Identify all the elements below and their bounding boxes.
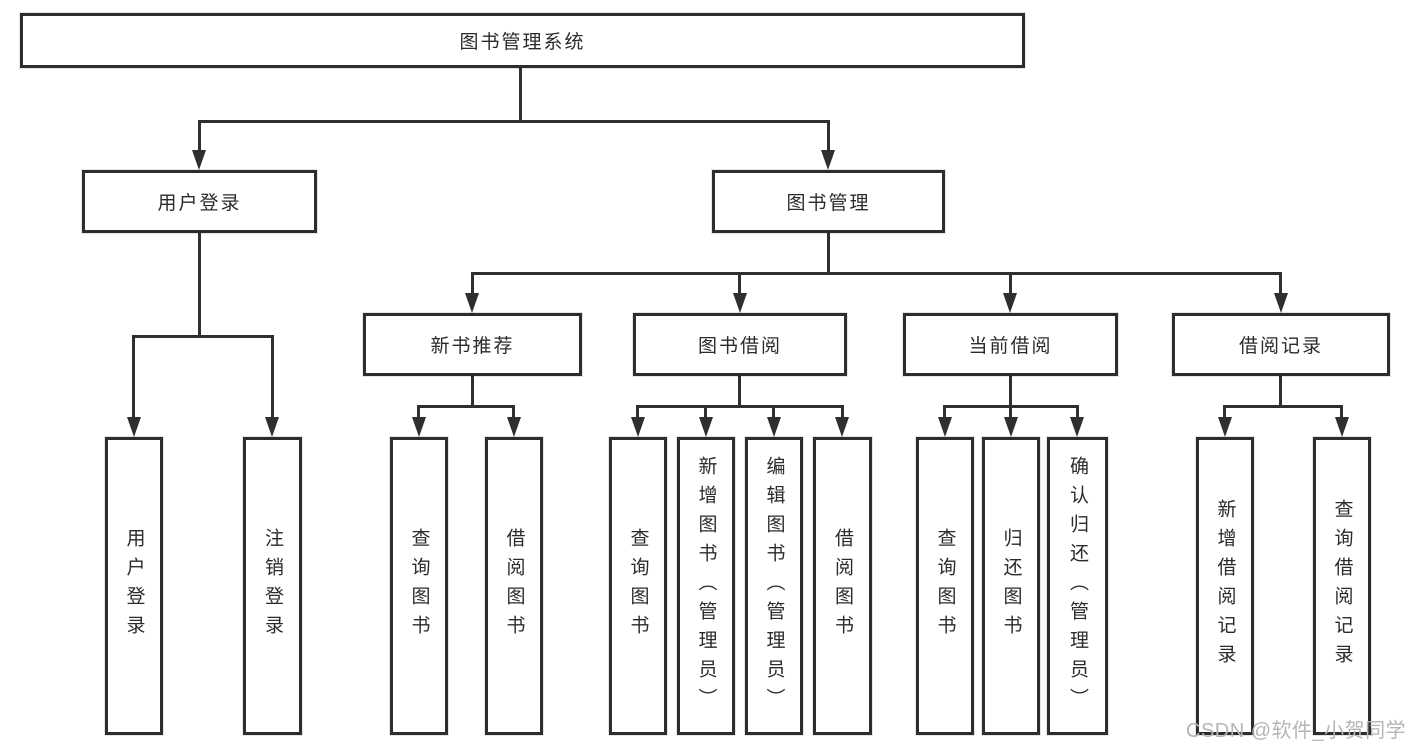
node-label: 图书管理系统 xyxy=(459,32,586,53)
connector-shaft xyxy=(841,405,844,417)
connector-shaft xyxy=(738,272,741,293)
connector-shaft xyxy=(636,405,639,417)
node-bb-borrow-books: 借阅图书 xyxy=(813,437,872,735)
node-label: 用户登录 xyxy=(157,193,242,214)
arrowhead-down xyxy=(265,417,279,437)
connector-user-login-stem xyxy=(198,233,201,335)
node-cb-query-books: 查询图书 xyxy=(916,437,974,735)
connector-new-book-rail xyxy=(417,405,515,408)
node-label: 归还图书 xyxy=(1000,528,1022,644)
connector-shaft xyxy=(132,335,135,417)
node-br-add-record: 新增借阅记录 xyxy=(1196,437,1254,735)
node-label: 新书推荐 xyxy=(430,336,515,357)
connector-borrow-record-stem xyxy=(1279,376,1282,405)
node-new-book-recommend: 新书推荐 xyxy=(363,313,582,376)
connector-borrow-record-rail xyxy=(1223,405,1342,408)
node-label: 借阅图书 xyxy=(503,528,525,644)
node-label: 图书管理 xyxy=(786,193,871,214)
connector-shaft-book-mgmt xyxy=(827,120,830,150)
node-bb-query-books: 查询图书 xyxy=(609,437,667,735)
arrowhead-down xyxy=(1274,293,1288,313)
node-logout: 注销登录 xyxy=(243,437,302,735)
connector-shaft xyxy=(704,405,707,417)
node-label: 借阅图书 xyxy=(832,528,853,644)
connector-shaft xyxy=(1223,405,1226,417)
node-label: 新增图书（管理员） xyxy=(695,455,717,717)
node-label: 确认归还（管理员） xyxy=(1067,455,1088,717)
arrowhead-down xyxy=(1335,417,1349,437)
node-user-login: 用户登录 xyxy=(82,170,317,233)
connector-book-mgmt-stem xyxy=(827,233,830,272)
connector-new-book-stem xyxy=(471,376,474,405)
connector-shaft xyxy=(417,405,420,417)
arrowhead-down xyxy=(1070,417,1084,437)
node-nb-query-books: 查询图书 xyxy=(390,437,448,735)
node-label: 新增借阅记录 xyxy=(1214,499,1236,673)
arrowhead-down xyxy=(835,417,849,437)
arrowhead-down xyxy=(767,417,781,437)
node-bb-edit-books-admin: 编辑图书（管理员） xyxy=(745,437,803,735)
connector-root-stem xyxy=(519,68,522,120)
node-user-login-leaf: 用户登录 xyxy=(105,437,163,735)
node-label: 查询借阅记录 xyxy=(1331,499,1353,673)
node-label: 借阅记录 xyxy=(1238,336,1323,357)
connector-level1-rail xyxy=(198,120,830,123)
node-label: 用户登录 xyxy=(123,528,145,644)
node-nb-borrow-books: 借阅图书 xyxy=(485,437,543,735)
arrowhead-down xyxy=(938,417,952,437)
arrowhead-down xyxy=(465,293,479,313)
connector-shaft xyxy=(772,405,775,417)
node-label: 注销登录 xyxy=(262,528,283,644)
node-cb-confirm-return-admin: 确认归还（管理员） xyxy=(1047,437,1108,735)
arrowhead-down xyxy=(507,417,521,437)
node-br-query-record: 查询借阅记录 xyxy=(1313,437,1371,735)
arrowhead-down xyxy=(412,417,426,437)
connector-shaft xyxy=(1076,405,1079,417)
connector-shaft xyxy=(1009,272,1012,293)
connector-shaft xyxy=(271,335,274,417)
node-label: 查询图书 xyxy=(627,528,649,644)
arrowhead-down xyxy=(821,150,835,170)
node-borrowing-records: 借阅记录 xyxy=(1172,313,1390,376)
arrowhead-down xyxy=(192,150,206,170)
arrowhead-down xyxy=(733,293,747,313)
connector-book-borrow-rail xyxy=(636,405,842,408)
connector-shaft-user-login xyxy=(198,120,201,150)
node-book-borrowing: 图书借阅 xyxy=(633,313,847,376)
csdn-watermark: CSDN @软件_小贺同学 xyxy=(1186,720,1405,742)
node-label: 图书借阅 xyxy=(697,336,782,357)
arrowhead-down xyxy=(1004,417,1018,437)
connector-shaft xyxy=(943,405,946,417)
arrowhead-down xyxy=(1218,417,1232,437)
connector-shaft xyxy=(1279,272,1282,293)
node-label: 当前借阅 xyxy=(968,336,1053,357)
arrowhead-down xyxy=(127,417,141,437)
connector-shaft xyxy=(1340,405,1343,417)
node-cb-return-books: 归还图书 xyxy=(982,437,1040,735)
node-bb-add-books-admin: 新增图书（管理员） xyxy=(677,437,735,735)
arrowhead-down xyxy=(699,417,713,437)
node-current-borrowing: 当前借阅 xyxy=(903,313,1118,376)
connector-user-login-rail xyxy=(132,335,274,338)
connector-current-borrow-stem xyxy=(1009,376,1012,405)
node-library-system: 图书管理系统 xyxy=(20,13,1025,68)
connector-shaft xyxy=(512,405,515,417)
node-label: 查询图书 xyxy=(934,528,956,644)
node-label: 编辑图书（管理员） xyxy=(763,455,785,717)
arrowhead-down xyxy=(631,417,645,437)
node-label: 查询图书 xyxy=(408,528,430,644)
arrowhead-down xyxy=(1003,293,1017,313)
node-book-management: 图书管理 xyxy=(712,170,945,233)
connector-level3-rail xyxy=(471,272,1282,275)
connector-book-borrow-stem xyxy=(738,376,741,405)
connector-shaft xyxy=(1009,405,1012,417)
connector-shaft xyxy=(471,272,474,293)
